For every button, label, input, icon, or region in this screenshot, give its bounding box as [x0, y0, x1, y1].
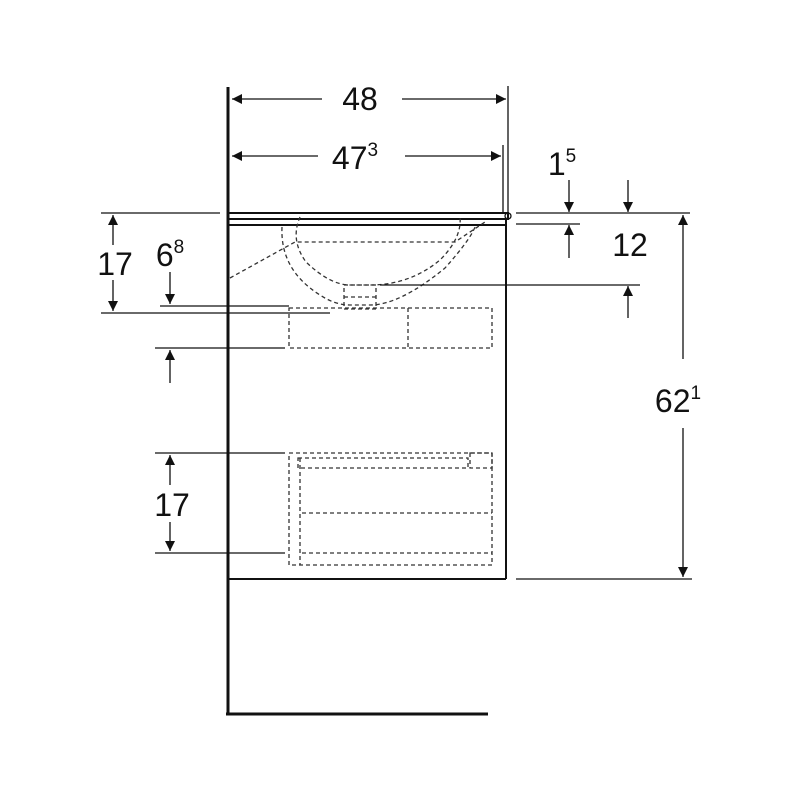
- label-siphon-depth: 68: [156, 237, 184, 273]
- dimension-lower-drawer: 17: [154, 455, 190, 551]
- dimension-upper-offset: 17: [97, 215, 133, 311]
- label-lower-drawer: 17: [154, 487, 190, 523]
- label-top-thickness: 15: [548, 146, 576, 182]
- label-overall-width: 48: [342, 81, 378, 117]
- hidden-upper-drawer: [288, 307, 493, 349]
- hidden-lower-drawer: [288, 452, 493, 566]
- extension-lines: [101, 86, 692, 580]
- dimension-top-thickness: 15: [548, 146, 576, 258]
- label-inner-width: 473: [332, 140, 378, 176]
- label-total-height: 621: [655, 383, 701, 419]
- dimension-inner-width: 473: [232, 140, 501, 176]
- cabinet-outline: [227, 212, 512, 580]
- dimension-siphon-depth: 68: [156, 237, 184, 383]
- dimension-basin-depth: 12: [612, 180, 648, 318]
- hidden-basin: [229, 216, 486, 310]
- dimension-total-height: 621: [655, 215, 701, 577]
- label-basin-depth: 12: [612, 227, 648, 263]
- dimension-overall-width: 48: [232, 81, 506, 117]
- wall: [226, 87, 488, 716]
- label-upper-offset: 17: [97, 246, 133, 282]
